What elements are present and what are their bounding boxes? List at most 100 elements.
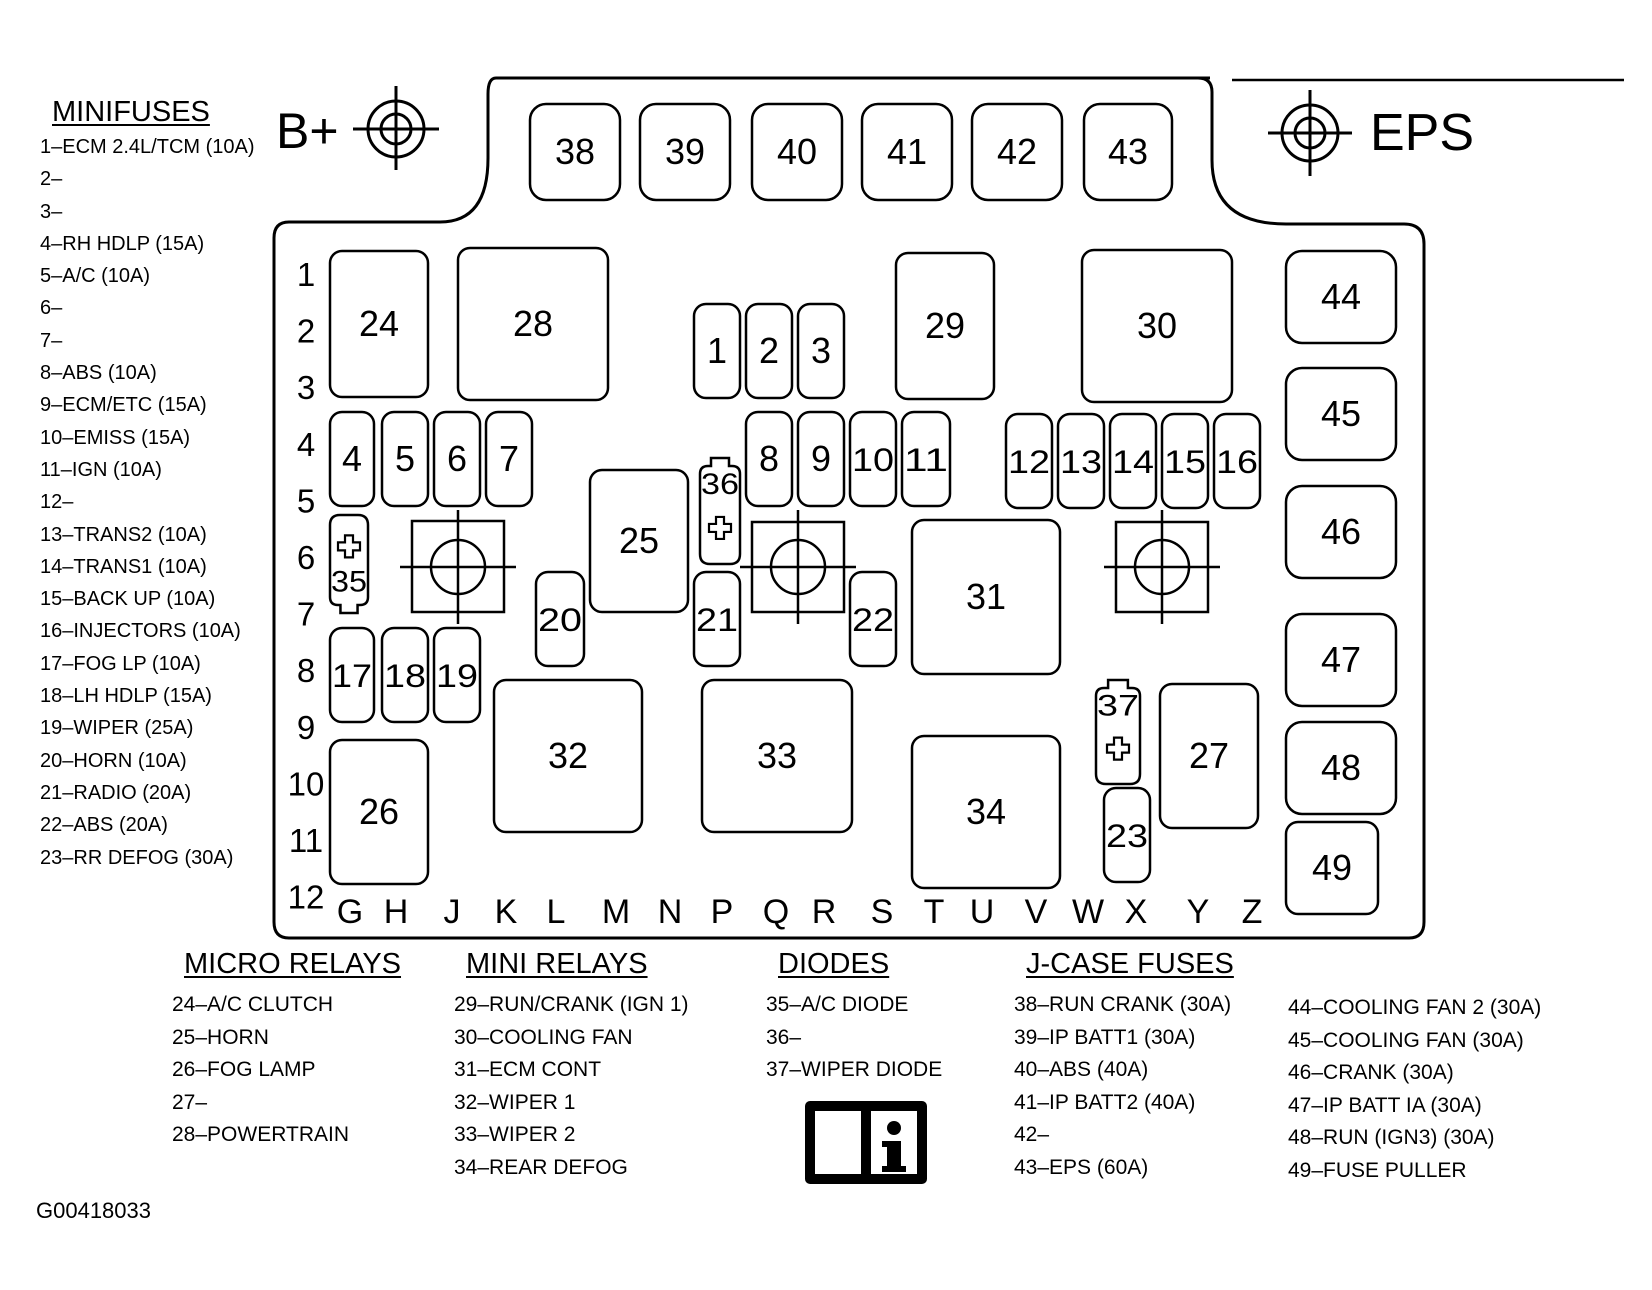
legend-item: 24–A/C CLUTCH: [172, 993, 334, 1016]
legend-item: 36–: [766, 1025, 802, 1049]
position-outline: [860, 102, 954, 202]
position-outline: [1102, 786, 1152, 884]
diode-outline: [328, 513, 370, 615]
legend-item: 32–WIPER 1: [454, 1090, 576, 1114]
row-label: 9: [297, 709, 315, 746]
row-label: 10: [288, 765, 325, 802]
legend-item: 29–RUN/CRANK (IGN 1): [454, 993, 689, 1016]
position-outline: [638, 102, 732, 202]
column-label: Q: [763, 893, 789, 931]
eps-ground-symbol: [1268, 90, 1352, 176]
column-label: G: [337, 893, 363, 931]
legend-item: 7–: [40, 329, 63, 352]
position-33: 33: [700, 678, 854, 834]
position-outline: [380, 410, 430, 508]
legend-item: 23–RR DEFOG (30A): [40, 846, 234, 869]
position-label: 13: [1060, 444, 1102, 480]
legend-item: 35–A/C DIODE: [766, 993, 909, 1016]
position-outline: [328, 738, 430, 886]
mounting-bolt-symbol: [400, 510, 516, 624]
position-label: 39: [665, 131, 705, 172]
position-22: 22: [848, 570, 898, 668]
column-label: Z: [1242, 893, 1263, 931]
position-outline: [692, 302, 742, 400]
legend-item: 14–TRANS1 (10A): [40, 555, 207, 578]
diode-label: 35: [331, 565, 367, 598]
position-outline: [970, 102, 1064, 202]
position-label: 42: [997, 131, 1037, 172]
position-5: 5: [380, 410, 430, 508]
position-30: 30: [1080, 248, 1234, 404]
row-label: 11: [289, 822, 323, 859]
legend-mini-relays: MINI RELAYS 29–RUN/CRANK (IGN 1) 30–COOLI…: [454, 948, 689, 1184]
legend-item: 26–FOG LAMP: [172, 1058, 316, 1081]
legend-item: 27–: [172, 1090, 208, 1114]
position-outline: [1284, 249, 1398, 345]
legend-item: 12–: [40, 491, 74, 514]
column-label: W: [1072, 893, 1104, 931]
position-outline: [1080, 248, 1234, 404]
legend-item: 19–WIPER (25A): [40, 717, 194, 740]
legend-list: 44–COOLING FAN 2 (30A)45–COOLING FAN (30…: [1288, 992, 1541, 1187]
eps-label: EPS: [1370, 104, 1474, 162]
row-label: 12: [288, 879, 325, 916]
legend-title: J-CASE FUSES: [1026, 948, 1234, 980]
position-outline: [744, 410, 794, 508]
legend-item: 4–RH HDLP (15A): [40, 232, 205, 255]
position-label: 6: [447, 438, 467, 479]
legend-title: MICRO RELAYS: [184, 948, 402, 980]
legend-item: 49–FUSE PULLER: [1288, 1158, 1467, 1182]
legend-title: MINIFUSES: [52, 96, 210, 128]
position-14: 14: [1108, 412, 1158, 510]
legend-jcase-fuses-col2: 44–COOLING FAN 2 (30A)45–COOLING FAN (30…: [1288, 984, 1541, 1187]
legend-title: MINI RELAYS: [466, 948, 648, 980]
legend-item: 37–WIPER DIODE: [766, 1058, 943, 1081]
position-label: 38: [555, 131, 595, 172]
position-19: 19: [432, 626, 482, 724]
position-label: 43: [1108, 131, 1148, 172]
position-outline: [528, 102, 622, 202]
position-8: 8: [744, 410, 794, 508]
position-outline: [1160, 412, 1210, 510]
position-26: 26: [328, 738, 430, 886]
position-outline: [1056, 412, 1106, 510]
position-outline: [1284, 484, 1398, 580]
position-outline: [484, 410, 534, 508]
position-outline: [910, 518, 1062, 676]
column-label: V: [1025, 893, 1048, 931]
position-label: 4: [342, 438, 362, 479]
row-label: 3: [297, 369, 315, 406]
position-18: 18: [380, 626, 430, 724]
position-40: 40: [750, 102, 844, 202]
position-outline: [910, 734, 1062, 890]
column-label: H: [384, 893, 409, 931]
mounting-bolt-symbol: [1104, 510, 1220, 624]
column-label: X: [1125, 893, 1148, 931]
position-45: 45: [1284, 366, 1398, 462]
position-21: 21: [692, 570, 742, 668]
position-10: 10: [848, 410, 898, 508]
position-outline: [328, 410, 376, 508]
column-label: Y: [1187, 893, 1210, 931]
legend-item: 17–FOG LP (10A): [40, 652, 201, 675]
position-32: 32: [492, 678, 644, 834]
position-label: 27: [1189, 735, 1229, 776]
position-label: 34: [966, 791, 1006, 832]
position-outline: [432, 626, 482, 724]
position-label: 10: [852, 442, 894, 478]
column-label: L: [547, 893, 566, 931]
position-label: 31: [966, 576, 1006, 617]
position-49: 49: [1284, 820, 1380, 916]
legend-item: 30–COOLING FAN: [454, 1025, 633, 1049]
position-16: 16: [1212, 412, 1262, 510]
legend-item: 8–ABS (10A): [40, 362, 157, 385]
position-outline: [328, 249, 430, 399]
position-4: 4: [328, 410, 376, 508]
position-25: 25: [588, 468, 690, 614]
position-label: 44: [1321, 276, 1361, 317]
row-label: 6: [297, 539, 315, 576]
position-outline: [796, 302, 846, 400]
position-outline: [328, 626, 376, 724]
row-label: 2: [297, 313, 315, 350]
